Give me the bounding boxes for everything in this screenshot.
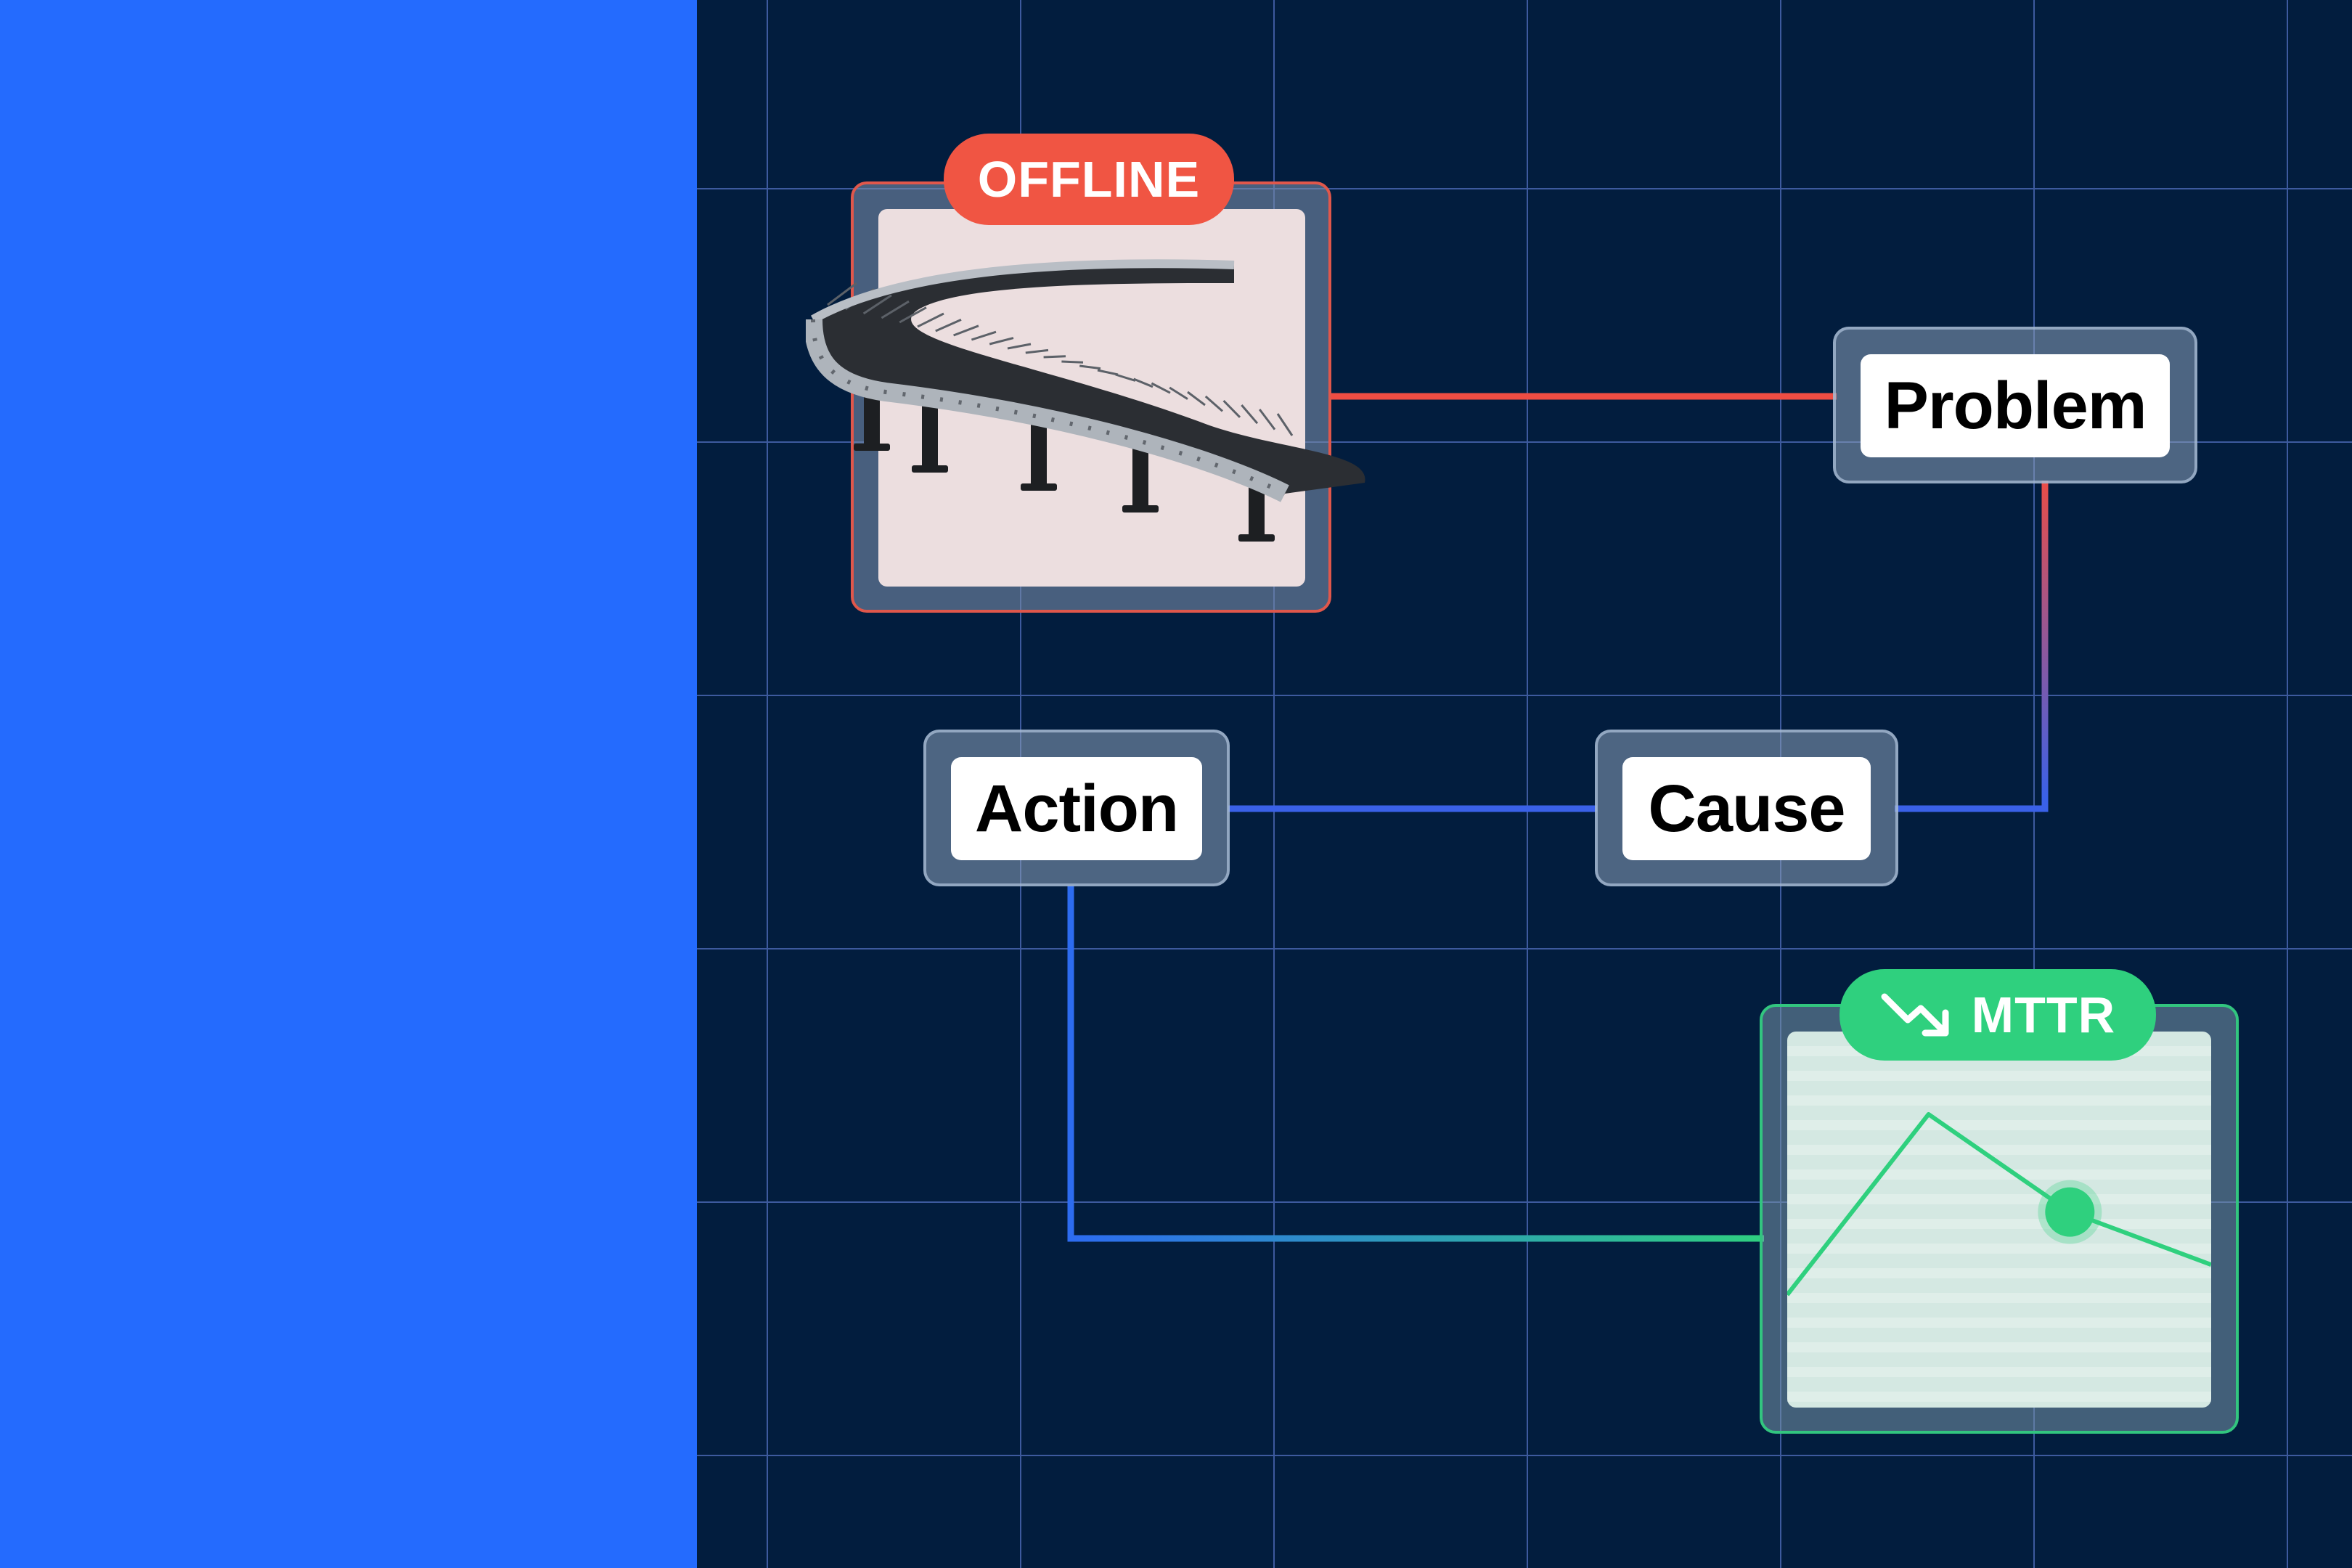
conveyor-leg [1132,443,1148,508]
chart-stripe [1787,1293,2211,1303]
conveyor-leg [922,403,938,468]
offline-badge: OFFLINE [944,134,1234,225]
problem-label-box: Problem [1861,354,2170,457]
conveyor-foot [854,444,890,451]
action-card[interactable]: Action [923,730,1230,886]
mttr-card[interactable] [1760,1004,2239,1434]
chart-stripe [1787,1367,2211,1377]
chart-stripe [1787,1194,2211,1204]
chart-stripe [1787,1342,2211,1352]
cause-label: Cause [1648,771,1845,846]
conveyor-foot [1238,534,1275,542]
cause-label-box: Cause [1622,757,1871,860]
left-color-panel [0,0,697,1568]
chart-stripe [1787,1219,2211,1229]
chart-stripe [1787,1095,2211,1106]
chart-stripe [1787,1145,2211,1155]
offline-badge-label: OFFLINE [977,151,1201,208]
chart-stripe [1787,1120,2211,1130]
conveyor-foot [1021,483,1057,491]
action-label: Action [974,771,1179,846]
wire-problem-to-cause [1895,481,2049,812]
chart-stripe [1787,1169,2211,1180]
mttr-highlight-point [2045,1187,2095,1237]
mttr-chart [1787,1032,2211,1408]
cause-card[interactable]: Cause [1595,730,1898,886]
conveyor-icon [806,259,1365,542]
mttr-badge-label: MTTR [1971,987,2116,1043]
conveyor-foot [912,465,948,473]
problem-label: Problem [1884,368,2147,443]
mttr-line [1787,1111,2211,1297]
chart-stripe [1787,1392,2211,1402]
action-label-box: Action [951,757,1202,860]
conveyor-foot [1122,505,1159,513]
chart-stripe [1787,1244,2211,1254]
conveyor-leg [1031,421,1047,486]
wire-action-to-mttr [1067,886,1764,1242]
chart-stripe [1787,1268,2211,1278]
chart-stripe [1787,1071,2211,1081]
chart-stripe [1787,1318,2211,1328]
problem-card[interactable]: Problem [1833,327,2197,483]
mttr-badge: MTTR [1839,969,2156,1061]
trend-down-icon [1881,993,1949,1037]
